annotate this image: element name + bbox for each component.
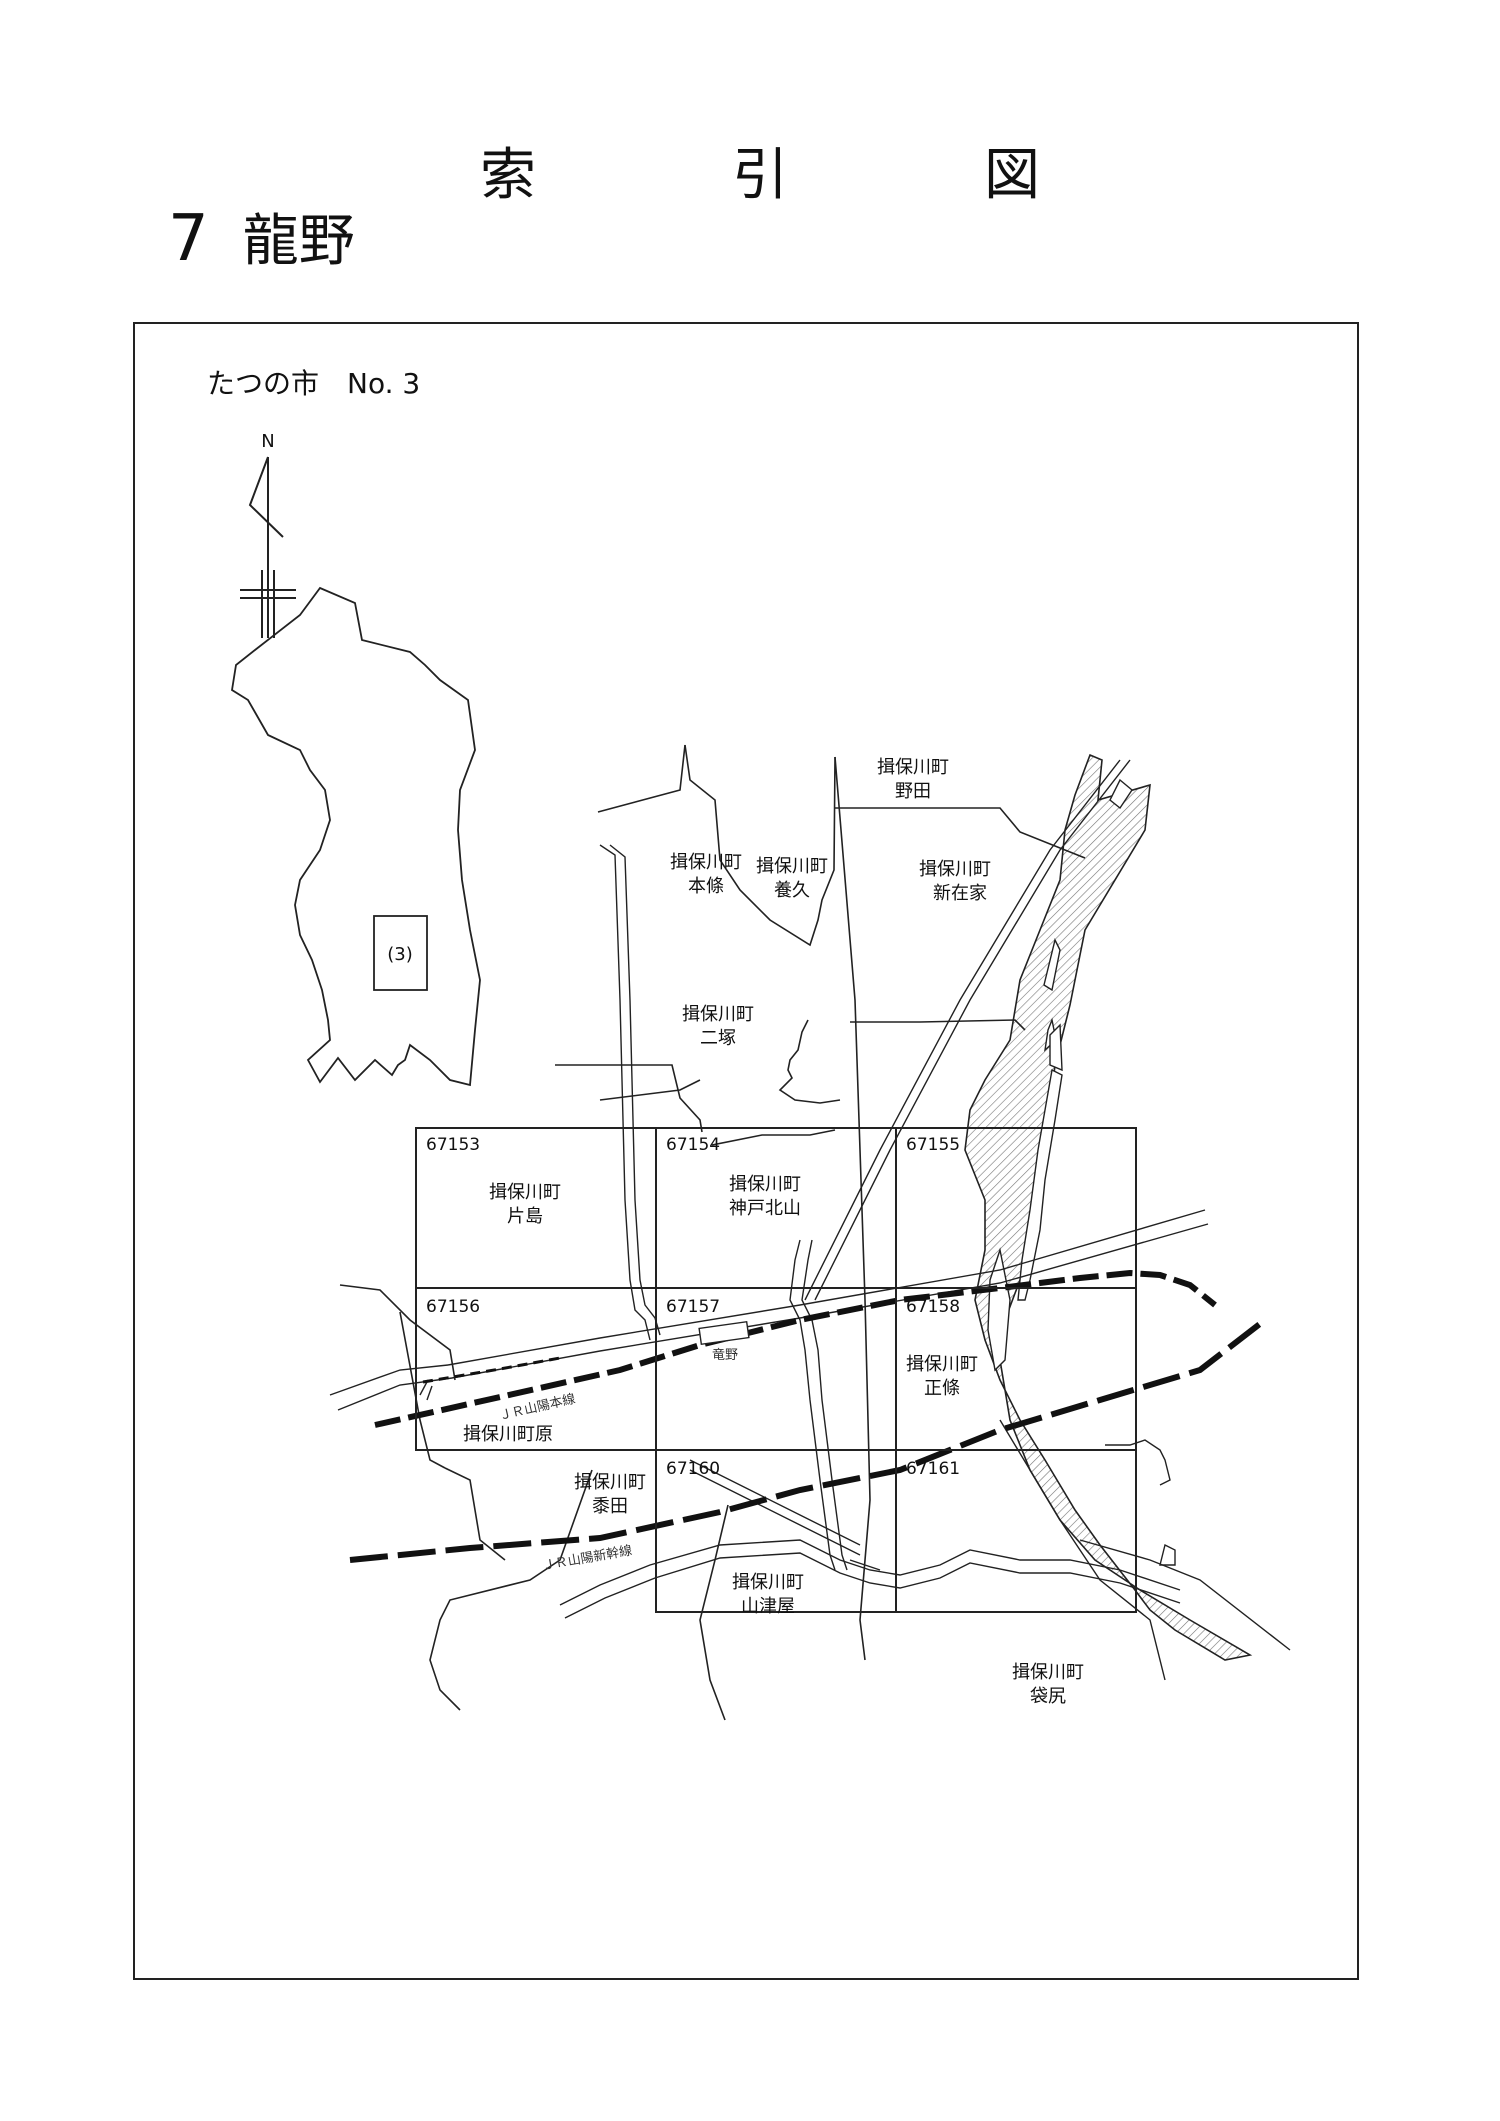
title-char-3: 図 [984,143,1040,208]
svg-text:神戸北山: 神戸北山 [729,1198,801,1219]
tile-67158[interactable]: 67158 [906,1297,960,1317]
svg-text:揖保川町: 揖保川町 [756,856,828,877]
section-name: 龍野 [242,209,355,274]
title-char-1: 索 [480,143,536,208]
area-kandokitayama: 揖保川町 神戸北山 [729,1174,801,1219]
svg-text:袋尻: 袋尻 [1030,1686,1066,1707]
tile-67156[interactable]: 67156 [426,1297,480,1317]
small-river [559,1459,1181,1619]
tile-67161[interactable]: 67161 [906,1459,960,1479]
svg-text:揖保川町: 揖保川町 [729,1174,801,1195]
svg-text:新在家: 新在家 [933,883,987,904]
area-hara: 揖保川町原 [463,1424,553,1445]
jr-sanyo-main-line-secondary [422,1356,561,1384]
city-name: たつの市 [207,367,320,400]
map-frame [133,322,1359,1980]
index-grid [415,1127,1137,1613]
ryuno-station-icon [698,1320,750,1346]
station-label: 竜野 [712,1348,738,1363]
shinkansen-label: ＪＲ山陽新幹線 [541,1542,633,1574]
svg-text:揖保川町: 揖保川町 [919,859,991,880]
svg-text:揖保川町: 揖保川町 [574,1472,646,1493]
boundary-lines [339,744,1086,1721]
map-subtitle: たつの市 No. 3 [207,362,420,402]
map-number: No. 3 [347,367,421,400]
svg-text:揖保川町: 揖保川町 [1012,1662,1084,1683]
city-outline [231,586,481,1087]
svg-text:揖保川町: 揖保川町 [877,757,949,778]
svg-text:山津屋: 山津屋 [741,1596,795,1617]
north-arrow-icon [240,456,296,638]
section-number: 7 [168,202,209,276]
svg-text:二塚: 二塚 [700,1028,736,1049]
tile-67153[interactable]: 67153 [426,1135,480,1155]
area-katashima: 揖保川町 片島 [489,1182,561,1227]
svg-text:揖保川町: 揖保川町 [489,1182,561,1203]
area-honjo: 揖保川町 本條 [670,852,742,897]
area-kibita: 揖保川町 黍田 [574,1472,646,1517]
svg-text:揖保川町: 揖保川町 [906,1354,978,1375]
svg-text:揖保川町: 揖保川町 [670,852,742,873]
tile-67160[interactable]: 67160 [666,1459,720,1479]
jr-sanyo-main-line [374,1269,1217,1428]
area-noda: 揖保川町 野田 [877,757,949,802]
svg-text:揖保川町: 揖保川町 [682,1004,754,1025]
index-map-title: 索 引 図 [480,130,1040,211]
section-heading: 7 龍野 [168,196,355,277]
svg-text:野田: 野田 [895,781,931,802]
svg-text:黍田: 黍田 [592,1496,628,1517]
north-label: N [261,431,274,452]
tile-67155[interactable]: 67155 [906,1135,960,1155]
svg-text:本條: 本條 [688,876,724,897]
svg-text:揖保川町: 揖保川町 [732,1572,804,1593]
area-nizuka: 揖保川町 二塚 [682,1004,754,1049]
jr-sanyo-shinkansen [349,1317,1267,1563]
inset-label: (3) [387,944,413,965]
area-fukuroshiri: 揖保川町 袋尻 [1012,1662,1084,1707]
title-char-2: 引 [732,143,788,208]
river-ibo [964,753,1253,1661]
regional-road [804,759,1291,1681]
svg-text:養久: 養久 [774,880,810,901]
area-yamatsuya: 揖保川町 山津屋 [732,1572,804,1617]
tile-67154[interactable]: 67154 [666,1135,720,1155]
area-yoku: 揖保川町 養久 [756,856,828,901]
inset-locator-box [373,915,428,991]
main-road [599,844,1171,1571]
svg-text:片島: 片島 [507,1206,543,1227]
area-shinzaike: 揖保川町 新在家 [919,859,991,904]
area-shojo: 揖保川町 正條 [906,1354,978,1399]
tile-67157[interactable]: 67157 [666,1297,720,1317]
svg-text:正條: 正條 [924,1378,960,1399]
